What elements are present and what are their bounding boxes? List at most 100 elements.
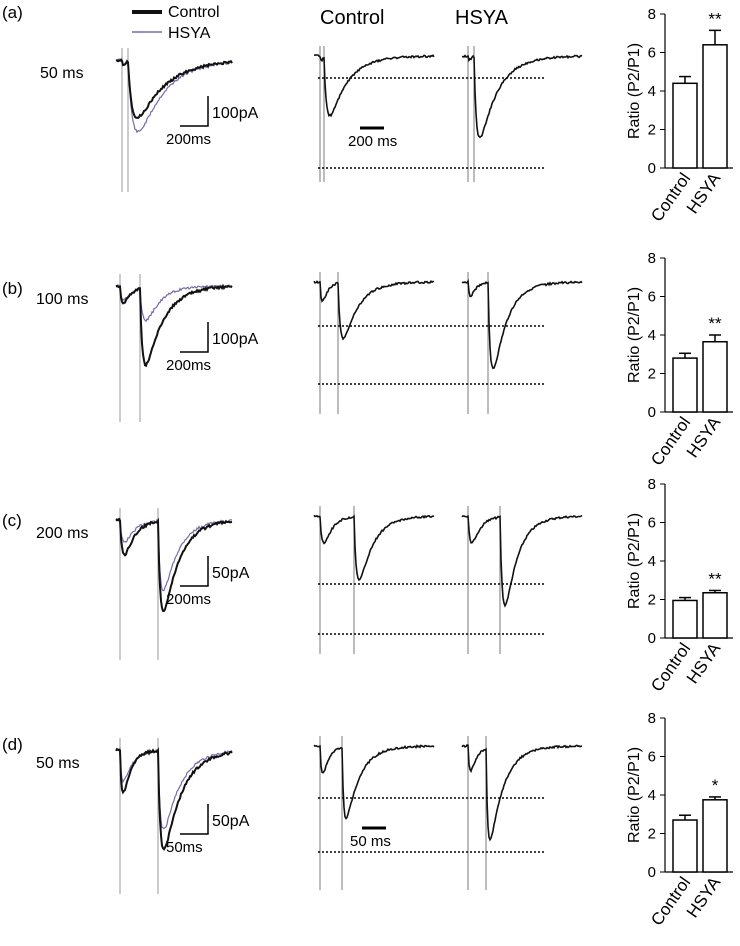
y-tick-label: 4 (648, 553, 656, 570)
overlay-scale-x-label: 200ms (166, 591, 211, 608)
control-trace-trace (314, 54, 435, 118)
category-label: Control (647, 639, 694, 695)
y-tick-label: 4 (648, 83, 656, 100)
panel-label: (d) (2, 735, 23, 754)
significance-marker: ** (708, 569, 722, 588)
overlay-traces (115, 274, 233, 422)
overlay-scale-y-label: 100pA (212, 105, 259, 122)
control-overlay-trace (115, 517, 233, 613)
overlay-scale-bar (180, 96, 209, 127)
y-tick-label: 6 (648, 749, 656, 766)
hsya-trace-trace (461, 514, 583, 608)
interval-label: 50 ms (40, 65, 84, 82)
panel-label: (a) (2, 3, 23, 22)
control-overlay-trace (115, 283, 233, 368)
y-tick-label: 0 (648, 630, 656, 647)
overlay-scale-y-label: 50pA (212, 565, 250, 582)
y-tick-label: 8 (648, 250, 656, 267)
bar-hsya (702, 340, 728, 413)
bar-hsya (702, 44, 728, 169)
bar-control (672, 82, 698, 169)
control-overlay-trace (115, 58, 233, 120)
hsya-trace-trace (461, 54, 583, 139)
control-trace (314, 46, 435, 182)
hsya-trace-trace (461, 278, 583, 370)
panel-label: (c) (2, 511, 22, 530)
category-label: HSYA (683, 413, 725, 461)
y-tick-label: 0 (648, 864, 656, 881)
y-axis-label: Ratio (P2/P1) (626, 43, 643, 139)
control-trace (313, 736, 435, 890)
y-tick-label: 2 (648, 826, 656, 843)
overlay-scale-bar (180, 556, 209, 587)
overlay-traces (115, 48, 233, 192)
category-label: Control (647, 413, 694, 469)
category-label: HSYA (683, 639, 725, 687)
category-label: Control (647, 873, 694, 929)
y-tick-label: 4 (648, 787, 656, 804)
hsya-trace (461, 736, 583, 890)
y-tick-label: 6 (648, 289, 656, 306)
control-trace (313, 506, 435, 654)
category-label: HSYA (683, 169, 725, 217)
column-title-hsya: HSYA (455, 7, 509, 29)
overlay-traces (115, 738, 233, 894)
interval-label: 50 ms (36, 755, 80, 772)
y-tick-label: 8 (648, 710, 656, 727)
overlay-traces (115, 508, 233, 660)
bar-hsya (702, 592, 728, 639)
control-trace-trace (313, 744, 435, 820)
y-tick-label: 8 (648, 476, 656, 493)
legend-control-label: Control (168, 4, 220, 21)
hsya-trace (461, 506, 583, 654)
panel-label: (b) (2, 279, 23, 298)
hsya-overlay-trace (115, 284, 233, 323)
column-title-control: Control (320, 7, 384, 29)
y-axis-label: Ratio (P2/P1) (626, 747, 643, 843)
overlay-scale-bar (180, 322, 209, 353)
significance-marker: ** (708, 9, 722, 28)
overlay-scale-x-label: 200ms (166, 131, 211, 148)
y-tick-label: 2 (648, 366, 656, 383)
control-trace-trace (313, 279, 434, 341)
time-scale-label: 200 ms (348, 133, 397, 150)
y-tick-label: 0 (648, 404, 656, 421)
hsya-trace (461, 272, 583, 414)
y-tick-label: 4 (648, 327, 656, 344)
overlay-scale-y-label: 50pA (212, 813, 250, 830)
significance-marker: * (712, 776, 719, 795)
time-scale-label: 50 ms (350, 833, 391, 850)
y-tick-label: 6 (648, 515, 656, 532)
legend: Control HSYA (132, 4, 220, 42)
overlay-scale-x-label: 200ms (166, 357, 211, 374)
overlay-scale-y-label: 100pA (212, 331, 259, 348)
y-tick-label: 0 (648, 160, 656, 177)
y-tick-label: 2 (648, 592, 656, 609)
control-overlay-trace (115, 747, 233, 851)
significance-marker: ** (708, 314, 722, 333)
category-label: HSYA (683, 873, 725, 921)
bar-control (672, 819, 698, 873)
interval-label: 100 ms (36, 291, 88, 308)
category-label: Control (647, 169, 694, 225)
bar-control (672, 599, 698, 639)
y-axis-label: Ratio (P2/P1) (626, 287, 643, 383)
overlay-scale-bar (180, 804, 209, 835)
bar-control (672, 357, 698, 413)
interval-label: 200 ms (36, 525, 88, 542)
hsya-trace-trace (461, 744, 583, 842)
y-tick-label: 6 (648, 45, 656, 62)
legend-hsya-label: HSYA (168, 25, 211, 42)
hsya-overlay-trace (115, 517, 233, 592)
y-tick-label: 8 (648, 6, 656, 23)
control-trace-trace (313, 514, 435, 582)
